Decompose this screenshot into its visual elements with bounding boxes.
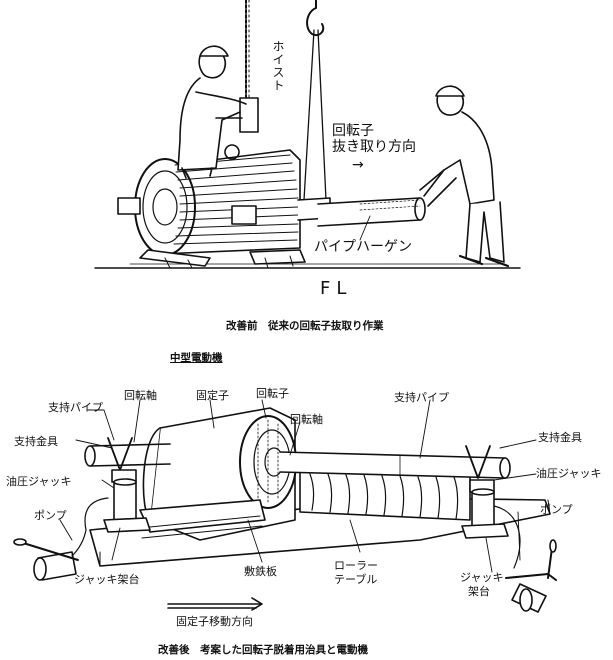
label-roller-table-line2: テーブル [334, 573, 378, 586]
bottom-caption: 改善後 考案した回転子脱着用治具と電動機 [158, 644, 368, 656]
worker-left [177, 45, 247, 179]
label-stator: 固定子 [196, 389, 229, 402]
hoist-label: ホイスト [271, 40, 285, 92]
left-pump [13, 529, 87, 581]
pipe-label: パイプハーゲン [314, 239, 412, 255]
left-jack [84, 437, 151, 533]
rotor-direction-line2: 抜き取り方向 [332, 139, 416, 155]
top-motor [117, 144, 331, 269]
worker-right [419, 85, 510, 268]
label-pump-left: ポンプ [34, 509, 67, 522]
leader-lines [59, 399, 537, 573]
label-pump-right: ポンプ [540, 503, 573, 516]
rotor-direction-arrow: → [352, 157, 364, 173]
label-hydraulic-jack-right: 油圧ジャッキ [536, 467, 602, 480]
label-jack-stand-right-line2: 架台 [468, 585, 490, 598]
crane-hook [306, 0, 325, 36]
roller-table [299, 469, 471, 521]
bottom-title: 中型電動機 [170, 352, 223, 364]
label-support-pipe-right: 支持パイプ [394, 391, 449, 404]
label-rotor: 回転子 [256, 387, 289, 400]
pipe-hagen [317, 197, 426, 227]
label-jack-stand-right-line1: ジャッキ [460, 571, 504, 584]
support-pipe [84, 443, 511, 479]
right-pump [505, 539, 557, 613]
label-hydraulic-jack-left: 油圧ジャッキ [6, 475, 72, 488]
floor-label: FL [320, 278, 353, 299]
label-jack-stand-left: ジャッキ架台 [74, 573, 140, 586]
rotor-direction-line1: 回転子 [332, 123, 374, 139]
top-caption: 改善前 従来の回転子抜取り作業 [226, 320, 384, 332]
label-iron-plate: 敷鉄板 [244, 565, 277, 578]
bottom-scene [13, 399, 557, 613]
hoist-controller [239, 97, 259, 133]
label-rotating-shaft-right: 回転軸 [290, 413, 323, 426]
label-stator-direction: 固定子移動方向 [176, 615, 253, 628]
stator-body [139, 407, 297, 541]
label-support-bracket-left: 支持金具 [14, 435, 58, 448]
top-scene [94, 0, 521, 269]
label-support-bracket-right: 支持金具 [538, 431, 582, 444]
right-jack [461, 445, 521, 569]
label-rotating-shaft-left: 回転軸 [124, 389, 157, 402]
label-support-pipe-left: 支持パイプ [48, 401, 103, 414]
label-roller-table-line1: ローラー [334, 559, 378, 572]
